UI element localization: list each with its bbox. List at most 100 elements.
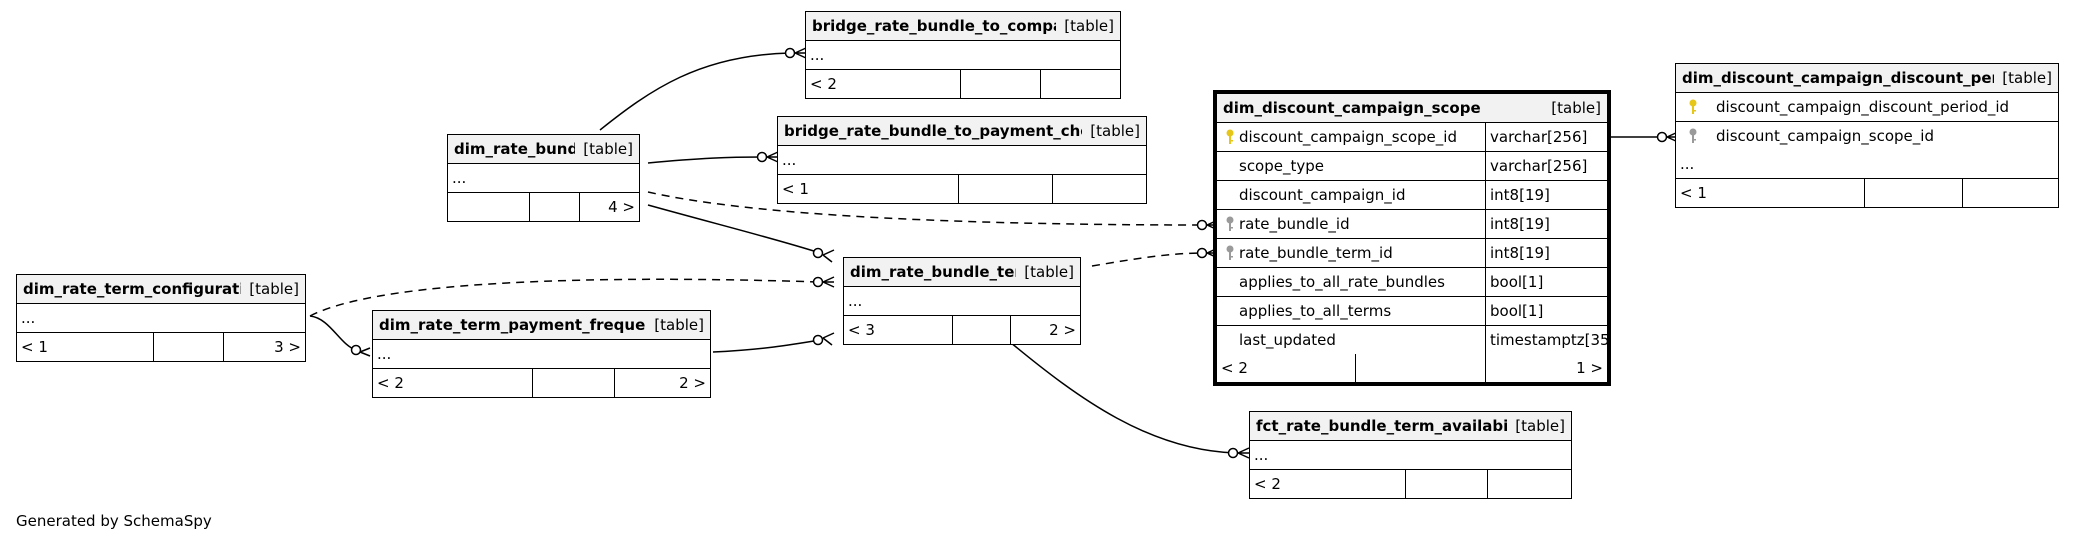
column-name-cell: discount_campaign_id <box>1217 181 1485 209</box>
foreign-key-icon <box>1221 216 1239 232</box>
column-name: applies_to_all_rate_bundles <box>1239 273 1445 291</box>
middle-cell <box>532 369 614 397</box>
edge-config-frequency <box>309 315 357 351</box>
middle-cell <box>1864 179 1962 207</box>
parents-count[interactable]: < 2 <box>1221 359 1248 377</box>
relationship-counts: < 2 <box>806 70 1120 98</box>
table-dim-rate-term-configuration[interactable]: dim_rate_term_configuration[table] ... <… <box>16 274 306 362</box>
column-type: timestamptz[35] <box>1485 326 1607 354</box>
children-count[interactable] <box>1040 70 1120 98</box>
table-name: dim_discount_campaign_discount_period <box>1682 69 1995 87</box>
key-icon <box>1221 129 1239 145</box>
column-name: discount_campaign_id <box>1239 186 1406 204</box>
column-name: discount_campaign_discount_period_id <box>1716 98 2010 116</box>
generated-by-footer: Generated by SchemaSpy <box>16 512 212 530</box>
middle-cell <box>529 193 579 221</box>
column-name: discount_campaign_scope_id <box>1716 127 1934 145</box>
table-fct-rate-bundle-term-availability[interactable]: fct_rate_bundle_term_availability[table]… <box>1249 411 1572 499</box>
children-count[interactable]: 3 > <box>223 333 305 361</box>
table-name: dim_rate_bundle <box>454 140 576 158</box>
foreign-key-icon <box>1221 245 1239 261</box>
edge-frequency-term <box>712 339 821 353</box>
table-bridge-rate-bundle-to-company[interactable]: bridge_rate_bundle_to_company[table] ...… <box>805 11 1121 99</box>
parents-count[interactable]: < 2 <box>810 75 837 93</box>
children-count[interactable]: 2 > <box>1010 316 1080 344</box>
table-dim-discount-campaign-scope[interactable]: dim_discount_campaign_scope [table] disco… <box>1213 90 1611 386</box>
column-name-cell: last_updated <box>1217 326 1485 354</box>
ellipsis-row: ... <box>452 169 467 187</box>
column-row[interactable]: applies_to_all_rate_bundles bool[1] <box>1217 268 1607 297</box>
column-row[interactable]: discount_campaign_scope_id <box>1676 122 2058 150</box>
column-type: bool[1] <box>1485 297 1607 325</box>
ellipsis-row: ... <box>810 46 825 64</box>
table-bridge-rate-bundle-to-payment-choice[interactable]: bridge_rate_bundle_to_payment_choice[tab… <box>777 116 1147 204</box>
parents-count[interactable]: < 2 <box>377 374 404 392</box>
table-dim-rate-bundle[interactable]: dim_rate_bundle [table] ... 4 > <box>447 134 640 222</box>
foreign-key-icon <box>1684 128 1702 144</box>
relationship-counts: < 2 <box>1250 470 1571 498</box>
children-count[interactable]: 4 > <box>579 193 639 221</box>
middle-cell <box>1405 470 1487 498</box>
parents-count[interactable]: < 3 <box>848 321 875 339</box>
children-count[interactable] <box>1962 179 2058 207</box>
column-name: rate_bundle_id <box>1239 215 1350 233</box>
parents-count[interactable] <box>448 193 529 221</box>
column-name-cell: scope_type <box>1217 152 1485 180</box>
edge-bundle-scope <box>647 191 1206 226</box>
table-dim-rate-term-payment-frequency[interactable]: dim_rate_term_payment_frequency[table] .… <box>372 310 711 398</box>
column-row[interactable]: discount_campaign_discount_period_id <box>1676 93 2058 122</box>
table-name: dim_discount_campaign_scope <box>1223 99 1481 117</box>
column-type: bool[1] <box>1485 268 1607 296</box>
column-name: last_updated <box>1239 331 1336 349</box>
table-kind: [table] <box>1064 17 1114 35</box>
column-type: varchar[256] <box>1485 123 1607 151</box>
column-name: discount_campaign_scope_id <box>1239 128 1457 146</box>
column-row[interactable]: rate_bundle_id int8[19] <box>1217 210 1607 239</box>
ellipsis-row: ... <box>377 345 392 363</box>
edge-term-fct <box>1009 341 1236 454</box>
column-name-cell: discount_campaign_scope_id <box>1217 123 1485 151</box>
column-name: applies_to_all_terms <box>1239 302 1392 320</box>
ellipsis-row: ... <box>1254 446 1269 464</box>
middle-cell <box>153 333 223 361</box>
relationship-counts: < 3 2 > <box>844 316 1080 344</box>
column-row[interactable]: discount_campaign_id int8[19] <box>1217 181 1607 210</box>
ellipsis-row: ... <box>1680 155 1695 173</box>
table-dim-rate-bundle-term[interactable]: dim_rate_bundle_term[table] ... < 3 2 > <box>843 257 1081 345</box>
table-kind: [table] <box>583 140 633 158</box>
children-count[interactable] <box>1052 175 1146 203</box>
column-name: rate_bundle_term_id <box>1239 244 1393 262</box>
children-count[interactable]: 1 > <box>1485 354 1607 382</box>
edge-bundle-payment <box>647 156 763 164</box>
table-name: bridge_rate_bundle_to_payment_choice <box>784 122 1083 140</box>
column-row[interactable]: discount_campaign_scope_id varchar[256] <box>1217 123 1607 152</box>
parents-count[interactable]: < 2 <box>1254 475 1281 493</box>
table-dim-discount-campaign-discount-period[interactable]: dim_discount_campaign_discount_period [ta… <box>1675 63 2059 208</box>
relationship-counts: < 2 1 > <box>1217 354 1607 382</box>
column-name-cell: applies_to_all_terms <box>1217 297 1485 325</box>
parents-count[interactable]: < 1 <box>21 338 48 356</box>
table-name: dim_rate_term_payment_frequency <box>379 316 647 334</box>
ellipsis-row: ... <box>782 151 797 169</box>
edge-term-scope <box>1091 252 1206 267</box>
table-name: dim_rate_bundle_term <box>850 263 1016 281</box>
column-type: int8[19] <box>1485 210 1607 238</box>
children-count[interactable] <box>1487 470 1571 498</box>
edge-bundle-term <box>647 204 821 254</box>
table-kind: [table] <box>1551 99 1601 117</box>
ellipsis-row: ... <box>848 292 863 310</box>
column-row[interactable]: applies_to_all_terms bool[1] <box>1217 297 1607 326</box>
children-count[interactable]: 2 > <box>614 369 710 397</box>
table-kind: [table] <box>249 280 299 298</box>
column-type: int8[19] <box>1485 181 1607 209</box>
column-name-cell: rate_bundle_term_id <box>1217 239 1485 267</box>
relationship-counts: < 2 2 > <box>373 369 710 397</box>
table-kind: [table] <box>2002 69 2052 87</box>
column-row[interactable]: last_updated timestamptz[35] <box>1217 326 1607 354</box>
edge-config-term <box>309 278 821 317</box>
parents-count[interactable]: < 1 <box>782 180 809 198</box>
parents-count[interactable]: < 1 <box>1680 184 1707 202</box>
